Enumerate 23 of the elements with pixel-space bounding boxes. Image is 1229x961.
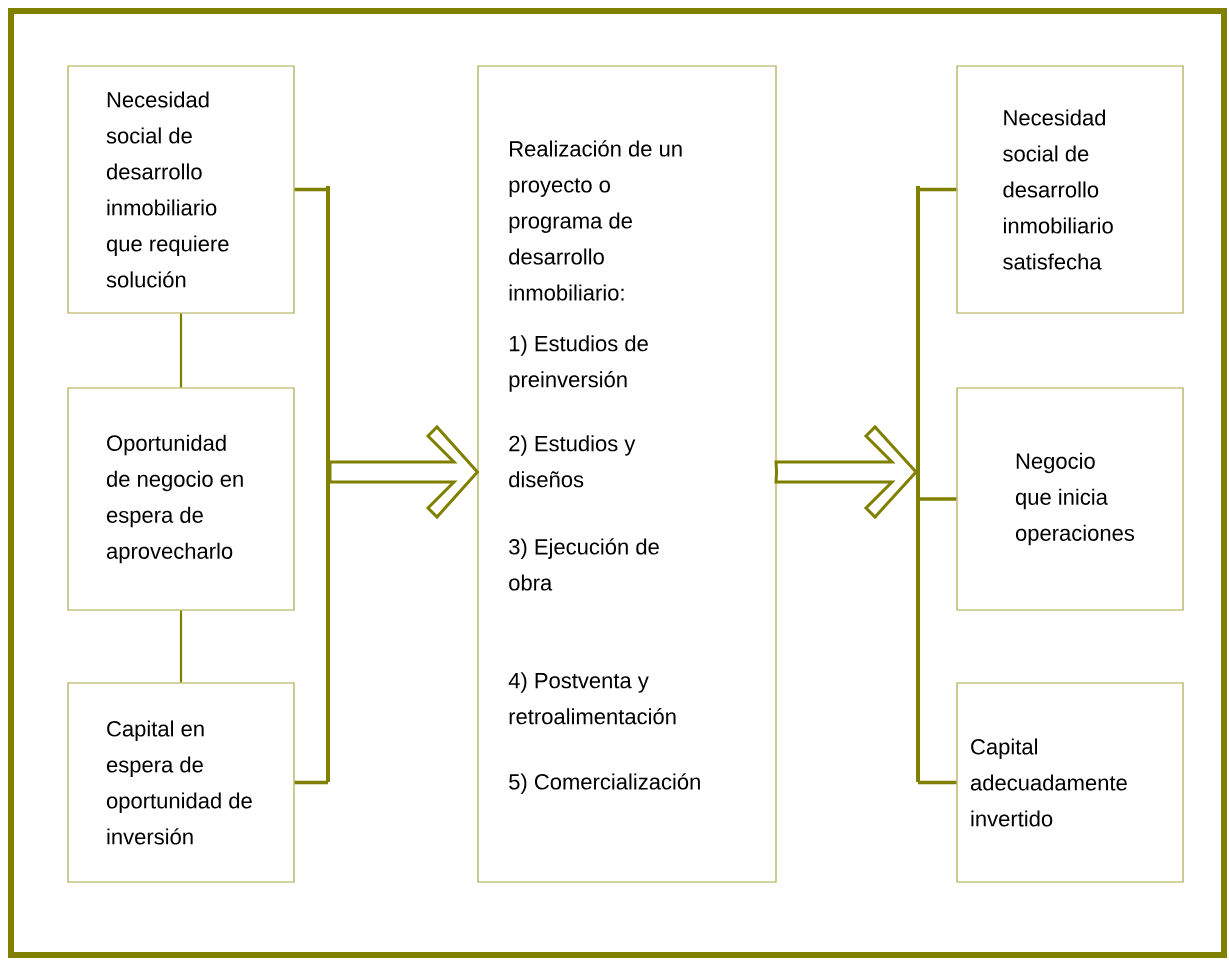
connector-line — [294, 780, 328, 785]
step-text: 5) Comercialización — [509, 773, 700, 794]
text-box: Capital en espera de oportunidad de inversión — [67, 682, 295, 883]
bracket-bar — [916, 186, 920, 782]
text-box: Negocio que inicia operaciones — [956, 387, 1184, 611]
step-text: 1) Estudios de preinversión — [509, 335, 648, 392]
connector-line — [179, 313, 183, 388]
connector-line — [918, 187, 957, 192]
step-text: 2) Estudios y diseños — [509, 435, 636, 488]
connector-line — [179, 610, 183, 683]
text-box: Capital adecuadamente invertido — [956, 682, 1184, 883]
bracket-bar — [326, 186, 330, 782]
hollow-arrow — [328, 424, 480, 520]
step-text: 4) Postventa y retroalimentación — [508, 672, 676, 725]
connector-line — [294, 187, 328, 192]
hollow-arrow — [774, 424, 919, 520]
step-text: 3) Ejecución de obra — [509, 538, 659, 591]
step-text: Realización de un proyecto o programa de desarrollo inmobiliario: — [509, 140, 682, 301]
text-box: Necesidad social de desarrollo inmobiliario satisfecha — [956, 65, 1184, 314]
connector-line — [918, 497, 957, 501]
text-box: Necesidad social de desarrollo inmobiliario que requiere solución — [67, 65, 295, 314]
connector-line — [918, 780, 957, 785]
text-box: Oportunidad de negocio en espera de aprovecharlo — [67, 387, 295, 611]
